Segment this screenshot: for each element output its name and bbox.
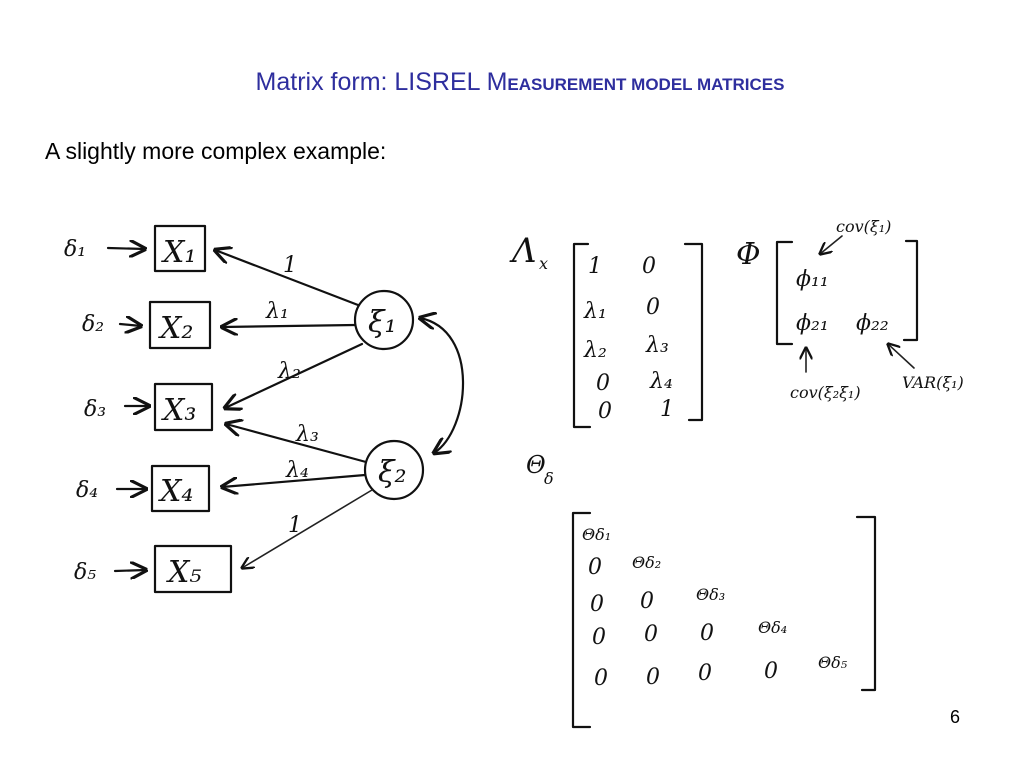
loading-label: λ₁ (265, 299, 289, 324)
matrix-cell: 0 (698, 661, 712, 686)
indicator-box (153, 382, 214, 432)
matrix-cell: λ₃ (645, 333, 669, 358)
indicator-label: X₁ (161, 235, 196, 270)
lambda-symbol: Λ (509, 231, 537, 271)
loading-arrow (225, 342, 364, 408)
matrix-cell: 0 (640, 589, 654, 614)
annotation-text: cov(ξ₂ξ₁) (790, 383, 861, 402)
title-smallcaps: EASUREMENT MODEL MATRICES (507, 75, 785, 94)
slide-title: Matrix form: LISREL MEASUREMENT MODEL MA… (0, 66, 1024, 101)
matrix-cell: λ₂ (583, 338, 607, 363)
matrix-cell: 0 (596, 371, 610, 396)
indicator-box (153, 224, 207, 273)
matrix-cell: 0 (592, 625, 606, 650)
indicator-row: δ₅ X₅ (74, 544, 233, 594)
covariance-arrow (420, 318, 465, 453)
slide-subtitle: A slightly more complex example: (45, 138, 387, 164)
matrix-cell: 0 (642, 254, 656, 279)
phi-matrix: Φ ϕ₁₁ ϕ₂₁ ϕ₂₂ cov(ξ₁) cov(ξ₂ξ₁) VAR(ξ₁) (736, 217, 964, 402)
loading-label: 1 (288, 513, 302, 538)
title-main: Matrix form: LISREL M (255, 68, 508, 96)
left-bracket (572, 242, 592, 429)
factor-circle (353, 289, 415, 351)
error-arrow (118, 324, 141, 326)
matrix-cell: ϕ₂₂ (856, 311, 889, 336)
loading-label: λ₄ (285, 458, 309, 483)
matrix-cell: 0 (646, 295, 660, 320)
factor-label: ξ₂ (378, 455, 407, 490)
error-label: δ₁ (64, 237, 86, 262)
error-arrow (106, 248, 145, 249)
matrix-cell: Θδ₃ (696, 585, 725, 604)
matrix-cell: Θδ₂ (632, 553, 661, 572)
indicator-label: X₃ (161, 393, 196, 428)
matrix-cell: 1 (660, 397, 674, 422)
loading-arrow (222, 325, 357, 327)
matrix-cell: 0 (598, 399, 612, 424)
theta-symbol: Θ (526, 451, 546, 479)
path-diagram: δ₁ X₁ δ₂ X₂ δ₃ X₃ δ₄ X₄ δ₅ (64, 224, 465, 594)
loading-arrow (242, 489, 373, 568)
annotation-arrow (820, 235, 843, 254)
matrix-cell: λ₄ (649, 369, 673, 394)
error-label: δ₂ (82, 312, 104, 337)
matrix-cell: ϕ₁₁ (796, 267, 829, 292)
matrix-cell: 0 (700, 621, 714, 646)
left-bracket (571, 511, 592, 729)
right-bracket (902, 239, 919, 342)
right-bracket (855, 515, 877, 692)
matrix-cell: 0 (590, 592, 604, 617)
factor-circle (363, 439, 425, 501)
loading-arrow (222, 473, 367, 487)
page-number: 6 (950, 707, 961, 727)
lambda-x-matrix: Λ x 1 0 λ₁ 0 λ₂ λ₃ 0 λ₄ 0 1 (509, 231, 704, 429)
matrix-cell: 0 (644, 622, 658, 647)
indicator-label: X₂ (158, 311, 193, 346)
matrix-cell: 0 (588, 555, 602, 580)
indicator-label: X₄ (158, 474, 193, 509)
indicator-box (150, 464, 211, 513)
indicator-row: δ₂ X₂ (82, 300, 212, 350)
loading-arrow (215, 250, 360, 307)
loading-label: 1 (283, 253, 297, 278)
theta-subscript: δ (544, 469, 554, 488)
matrix-cell: Θδ₁ (582, 525, 611, 544)
indicator-row: δ₁ X₁ (64, 224, 207, 273)
right-bracket (683, 242, 704, 422)
factor-label: ξ₁ (368, 305, 397, 340)
matrix-cell: 1 (588, 254, 602, 279)
indicator-row: δ₃ X₃ (84, 382, 214, 432)
annotation-arrow (888, 344, 915, 369)
loading-label: λ₃ (295, 422, 319, 447)
error-label: δ₅ (74, 560, 96, 585)
matrix-cell: Θδ₅ (818, 653, 848, 672)
lambda-subscript: x (539, 254, 548, 273)
theta-delta-matrix: Θ δ Θδ₁ 0 Θδ₂ 0 0 Θδ₃ 0 0 0 Θδ₄ 0 0 0 0 … (526, 451, 877, 729)
matrix-cell: ϕ₂₁ (796, 311, 829, 336)
indicator-row: δ₄ X₄ (76, 464, 211, 513)
annotation-text: VAR(ξ₁) (902, 373, 964, 392)
indicator-box (148, 300, 212, 350)
matrix-cell: λ₁ (583, 299, 607, 324)
error-arrow (113, 570, 146, 571)
left-bracket (775, 240, 794, 346)
annotation-text: cov(ξ₁) (836, 217, 891, 236)
matrix-cell: 0 (594, 666, 608, 691)
loading-arrow (226, 424, 368, 464)
loading-label: λ₂ (277, 359, 301, 384)
indicator-label: X₅ (166, 555, 201, 590)
phi-symbol: Φ (736, 237, 761, 272)
matrix-cell: Θδ₄ (758, 618, 787, 637)
error-label: δ₃ (84, 397, 106, 422)
indicator-box (153, 544, 233, 594)
matrix-cell: 0 (764, 659, 778, 684)
error-label: δ₄ (76, 478, 98, 503)
matrix-cell: 0 (646, 665, 660, 690)
